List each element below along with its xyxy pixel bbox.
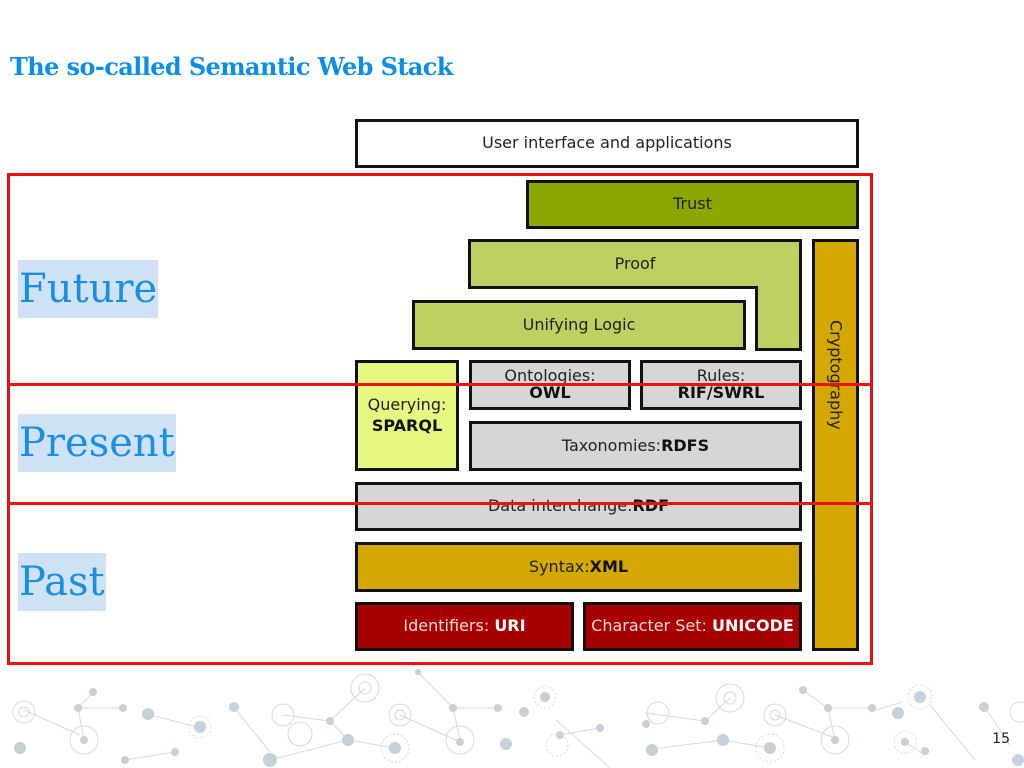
layer-user-interface-label: User interface and applications	[482, 133, 732, 153]
era-label-present: Present	[18, 414, 176, 472]
layer-identifiers-tech: URI	[494, 616, 526, 636]
slide-title: The so-called Semantic Web Stack	[10, 52, 453, 81]
layer-character-set: Character Set: UNICODE	[583, 602, 802, 651]
layer-user-interface: User interface and applications	[355, 119, 859, 168]
layer-identifiers-label: Identifiers:	[403, 616, 495, 636]
layer-ontologies-tech: OWL	[529, 383, 571, 402]
layer-proof-shape	[468, 239, 802, 351]
layer-ontologies-label: Ontologies:	[504, 366, 596, 386]
layer-taxonomies-tech: RDFS	[661, 435, 710, 455]
layer-proof-label: Proof	[614, 254, 656, 273]
layer-data-interchange-tech: RDF	[632, 496, 670, 516]
layer-trust: Trust	[526, 180, 859, 229]
layer-syntax-tech: XML	[589, 556, 629, 576]
layer-syntax-label: Syntax:	[528, 556, 590, 576]
layer-unifying-logic-label: Unifying Logic	[522, 314, 636, 334]
network-background-decoration	[12, 669, 1024, 768]
layer-querying: Querying: SPARQL	[355, 360, 459, 471]
layer-unifying-logic: Unifying Logic	[412, 300, 746, 350]
layer-data-interchange-label: Data interchange:	[487, 496, 633, 516]
layer-syntax: Syntax:XML	[355, 542, 802, 592]
layer-cryptography: Cryptography	[812, 239, 859, 651]
layer-taxonomies: Taxonomies:RDFS	[469, 421, 802, 471]
layer-character-set-label: Character Set:	[591, 616, 712, 636]
era-frame	[7, 173, 873, 665]
era-label-future: Future	[18, 260, 159, 318]
era-label-past: Past	[18, 553, 106, 611]
layer-taxonomies-label: Taxonomies:	[561, 435, 662, 455]
layer-identifiers: Identifiers: URI	[355, 602, 574, 651]
layer-character-set-tech: UNICODE	[711, 616, 794, 636]
layer-rules-label: Rules:	[696, 366, 746, 386]
layer-proof	[468, 239, 802, 351]
layer-trust-label: Trust	[673, 194, 712, 214]
page-number: 15	[992, 731, 1010, 747]
era-divider-present-past	[7, 502, 873, 505]
era-divider-future-present	[7, 383, 873, 386]
layer-data-interchange: Data interchange:RDF	[355, 482, 802, 531]
layer-rules-tech: RIF/SWRL	[677, 383, 765, 402]
layer-querying-tech: SPARQL	[371, 415, 443, 435]
layer-querying-label: Querying:	[367, 394, 447, 414]
